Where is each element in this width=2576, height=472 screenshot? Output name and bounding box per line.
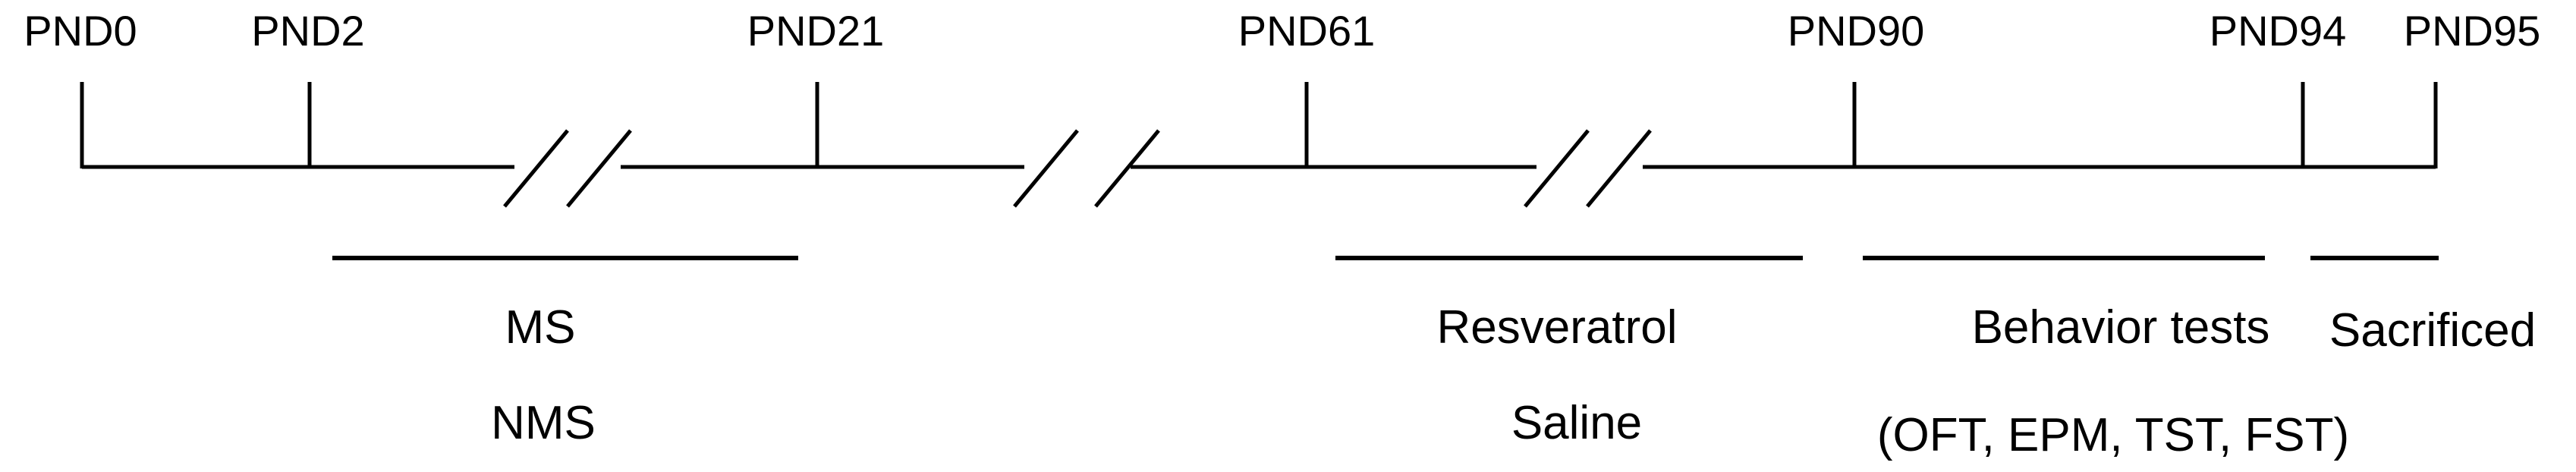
label-pnd94: PND94: [2210, 7, 2347, 55]
period-label-saline: Saline: [1511, 397, 1642, 449]
label-pnd61: PND61: [1238, 7, 1376, 55]
period-label-sacrificed: Sacrificed: [2329, 304, 2536, 357]
axis-break-2: [1013, 129, 1160, 208]
axis-break-1: [503, 129, 632, 208]
period-label-behavior-tests: Behavior tests: [1972, 301, 2270, 354]
label-pnd2: PND2: [251, 7, 364, 55]
label-pnd0: PND0: [24, 7, 137, 55]
label-pnd90: PND90: [1788, 7, 1925, 55]
period-label-resveratrol: Resveratrol: [1437, 301, 1678, 354]
label-pnd95: PND95: [2404, 7, 2541, 55]
period-label-behavior-tests-list: (OFT, EPM, TST, FST): [1877, 409, 2349, 461]
period-label-nms: NMS: [491, 397, 596, 449]
label-pnd21: PND21: [747, 7, 885, 55]
axis-break-3: [1524, 129, 1652, 208]
period-label-ms: MS: [505, 301, 576, 354]
